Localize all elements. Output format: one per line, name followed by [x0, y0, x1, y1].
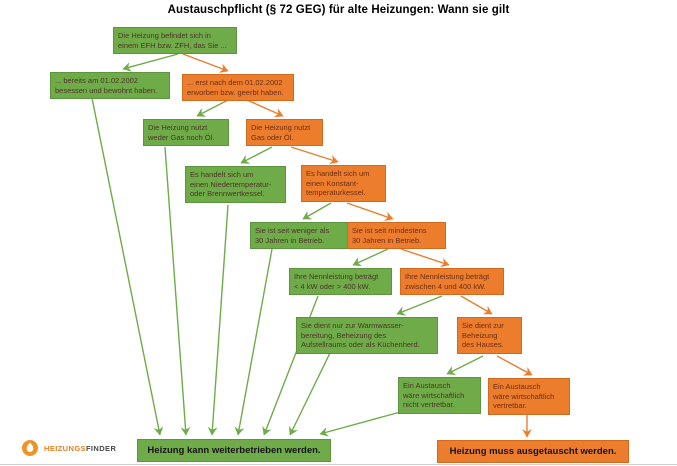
result-keep-heating: Heizung kann weiterbetrieben werden.	[137, 439, 331, 462]
arrow-n9-n10	[352, 248, 389, 267]
arrow-n5-n6	[240, 146, 273, 164]
arrow-n13-n15	[496, 355, 533, 376]
node-gas-or-oil: Die Heizung nutzt Gas oder Öl.	[246, 119, 323, 147]
arrow-n14-result	[319, 410, 405, 437]
node-hot-water-or-stove-use: Sie dient nur zur Warmwasser- bereitung,…	[296, 317, 438, 354]
node-at-least-30-years: Sie ist seit mindestens 30 Jahren in Bet…	[347, 222, 446, 250]
arrow-n7-n8	[302, 202, 332, 220]
logo-text-secondary: FINDER	[85, 443, 117, 453]
node-replacement-economical: Ein Austausch wäre wirtschaftlich vertre…	[488, 378, 570, 415]
node-no-gas-or-oil: Die Heizung nutzt weder Gas noch Öl.	[143, 119, 229, 147]
node-less-than-30-years: Sie ist seit weniger als 30 Jahren in Be…	[250, 222, 348, 250]
arrow-n4-result	[164, 146, 191, 436]
arrow-n12-result	[289, 352, 331, 436]
node-acquired-after-2002: ... erst nach dem 01.02.2002 erworben bz…	[182, 74, 294, 102]
arrow-n1-n2	[122, 53, 179, 72]
arrow-n3-n5	[246, 99, 284, 118]
result-replace-heating: Heizung muss ausgetauscht werden.	[437, 440, 629, 463]
heizungsfinder-logo: HEIZUNGSFINDER	[22, 440, 116, 456]
logo-text-primary: HEIZUNGS	[44, 443, 86, 453]
node-power-4-to-400-kw: Ihre Nennleistung beträgt zwischen 4 und…	[400, 268, 504, 296]
node-low-temp-condensing-boiler: Es handelt sich um einen Niedertemperatu…	[185, 166, 286, 203]
arrow-n9-n11	[400, 248, 450, 268]
flame-icon	[22, 440, 38, 456]
arrow-n11-n12	[396, 295, 443, 316]
footer-divider	[0, 464, 677, 465]
logo-wordmark: HEIZUNGSFINDER	[44, 444, 116, 453]
node-owned-before-2002: ... bereits am 01.02.2002 besessen und b…	[50, 72, 170, 100]
node-power-outside-range: Ihre Nennleistung beträgt < 4 kW oder > …	[289, 268, 392, 296]
arrow-n8-result	[234, 248, 273, 436]
arrow-n11-n13	[460, 295, 493, 315]
arrow-n13-n14	[446, 355, 484, 375]
arrow-n2-result	[91, 97, 164, 436]
arrow-n7-n9	[346, 202, 394, 222]
arrow-n3-n4	[196, 99, 229, 117]
arrow-n5-n7	[290, 146, 339, 165]
node-location-efh-zfh: Die Heizung befindet sich in einem EFH b…	[113, 27, 237, 55]
node-heats-the-house: Sie dient zur Beheizung des Hauses.	[457, 317, 522, 354]
page-title: Austauschpflicht (§ 72 GEG) für alte Hei…	[167, 4, 510, 16]
arrow-n6-result	[207, 204, 229, 436]
arrow-n1-n3	[182, 53, 229, 73]
node-constant-temp-boiler: Es handelt sich um einen Konstant- tempe…	[301, 165, 386, 202]
node-replacement-not-economical: Ein Austausch wäre wirtschaftlich nicht …	[398, 377, 481, 414]
